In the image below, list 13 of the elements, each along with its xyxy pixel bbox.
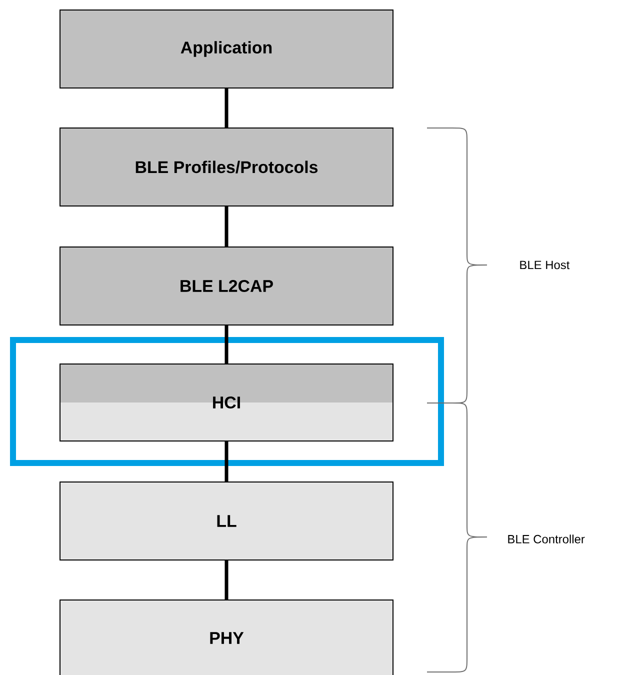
- brace-label: BLE Host: [520, 260, 570, 270]
- layer-box: BLE L2CAP: [60, 246, 394, 326]
- connector-line: [224, 560, 228, 600]
- layer-box: PHY: [60, 600, 394, 675]
- connector-line: [224, 442, 228, 482]
- layer-box: Application: [60, 10, 394, 88]
- brace-label: BLE Controller: [508, 534, 585, 544]
- layer-box: LL: [60, 482, 394, 560]
- connector-line: [224, 88, 228, 128]
- layer-box: BLE Profiles/Protocols: [60, 128, 394, 206]
- connector-line: [224, 326, 228, 364]
- connector-line: [224, 206, 228, 246]
- layer-box: HCI: [60, 364, 394, 442]
